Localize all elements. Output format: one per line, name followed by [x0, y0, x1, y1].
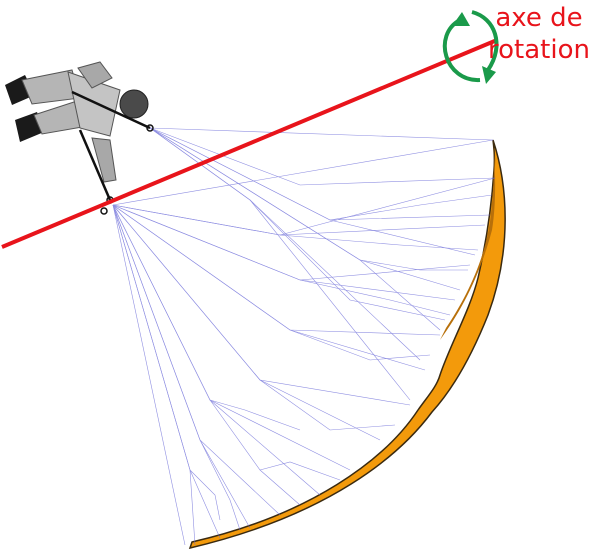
harness-strap — [71, 90, 151, 130]
pilot-arm — [77, 61, 113, 89]
axis-label-line2: rotation — [488, 35, 590, 65]
pilot-arm — [91, 137, 117, 183]
rotation-arrow-icon — [442, 10, 499, 84]
axis-label: axe de rotation — [484, 2, 594, 66]
rotation-axis-line — [1, 38, 498, 249]
paraglider-pilot-icon — [5, 61, 154, 215]
suspension-lines — [112, 127, 496, 546]
canopy-wing — [188, 139, 506, 550]
pilot-helmet — [119, 89, 149, 119]
harness-strap — [78, 129, 112, 201]
axis-label-line1: axe de — [495, 3, 583, 33]
paraglider-canopy-icon — [188, 139, 506, 550]
pilot-torso — [67, 71, 121, 137]
